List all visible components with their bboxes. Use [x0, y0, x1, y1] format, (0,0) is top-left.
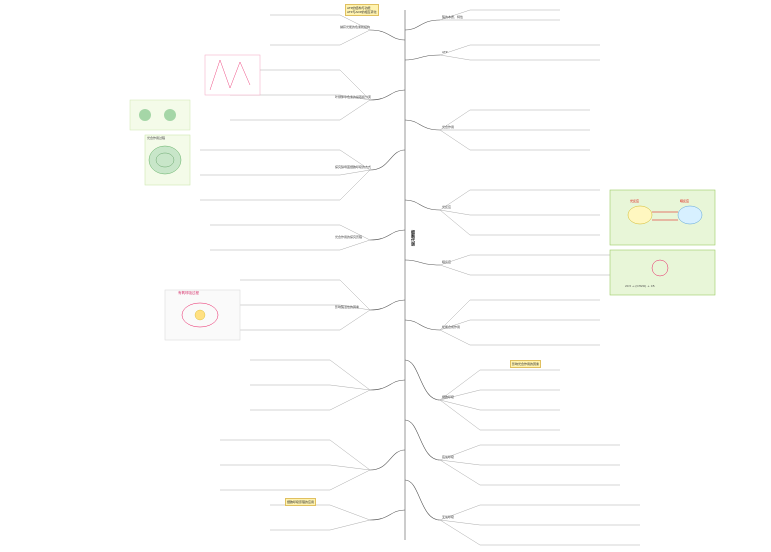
small-diagram-1 — [204, 54, 261, 96]
top-highlight-line2: ATP与ADP的相互转化 — [347, 10, 377, 14]
branch-right-2: 光合作用 — [442, 125, 455, 129]
bottom-highlight-note: 细胞呼吸原理的应用 — [285, 498, 317, 506]
branch-right-3: 光反应 — [442, 205, 452, 209]
photosynthesis-figure-2 — [609, 249, 716, 296]
photosynthesis-caption: 2C3 → (CH2O) + C5 — [625, 284, 655, 288]
branch-right-4: 暗反应 — [442, 260, 452, 264]
branch-right-8: 无氧呼吸 — [442, 515, 455, 519]
center-highlight-note: 影响光合作用的因素 — [510, 360, 542, 368]
branch-left-0: 捕获光能的色素和结构 — [340, 25, 371, 29]
branch-right-1: ATP — [442, 50, 448, 54]
respiration-figure — [164, 289, 241, 341]
branch-left-3: 光合作用的探究历程 — [335, 235, 363, 239]
branch-left-2: 探究酵母菌细胞呼吸的方式 — [335, 165, 372, 169]
branch-right-5: 化能合成作用 — [442, 325, 461, 329]
respiration-figure-title: 有氧呼吸过程 — [178, 291, 199, 295]
small-diagram-2 — [129, 99, 191, 131]
branch-right-6: 细胞呼吸 — [442, 395, 455, 399]
photosynthesis-figure — [609, 189, 716, 246]
branch-left-1: 叶绿体中色素的提取和分离 — [335, 95, 372, 99]
chloroplast-figure — [144, 134, 191, 186]
dark-reaction-label: 暗反应 — [680, 199, 690, 203]
branch-right-7: 有氧呼吸 — [442, 455, 455, 459]
chloroplast-figure-title: 光合作用过程 — [147, 136, 166, 140]
branch-right-0: 酶的本质、特性 — [442, 15, 464, 19]
branch-left-4: 影响酶活性的因素 — [335, 305, 360, 309]
top-highlight-note: ATP的结构与功能 ATP与ADP的相互转化 — [345, 4, 379, 16]
top-highlight-line1: ATP的结构与功能 — [347, 6, 371, 10]
root-label: 细胞代谢 — [411, 230, 416, 246]
light-reaction-label: 光反应 — [630, 199, 640, 203]
